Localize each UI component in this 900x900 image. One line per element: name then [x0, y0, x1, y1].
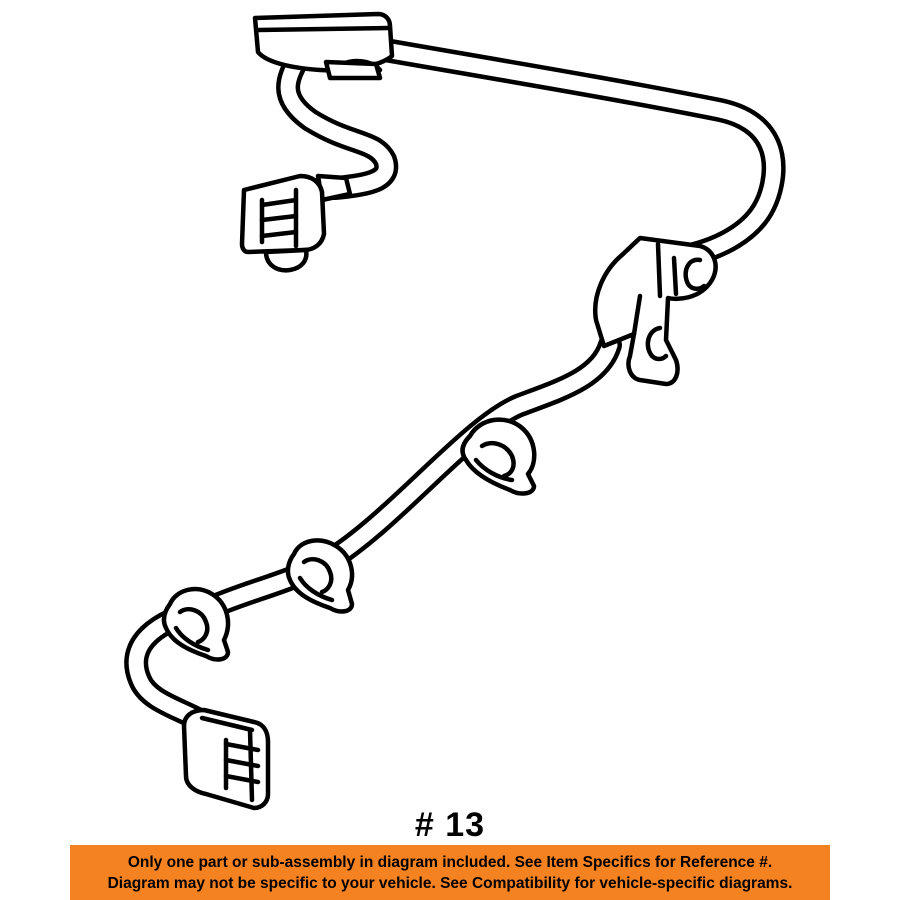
top-junction-block: [252, 11, 395, 81]
mounting-bracket: [592, 235, 718, 387]
part-reference-number: # 13: [414, 806, 486, 844]
grommet-1: [460, 417, 537, 496]
main-harness-wire: [124, 38, 786, 742]
disclaimer-banner: Only one part or sub-assembly in diagram…: [70, 845, 830, 900]
upper-connector-plug: [239, 173, 353, 273]
grommet-2: [285, 538, 355, 614]
upper-branch-wire: [276, 43, 399, 200]
disclaimer-line-1: Only one part or sub-assembly in diagram…: [127, 853, 773, 871]
lower-connector-plug: [181, 707, 271, 811]
grommet-3: [161, 586, 231, 662]
disclaimer-line-2: Diagram may not be specific to your vehi…: [107, 874, 793, 892]
